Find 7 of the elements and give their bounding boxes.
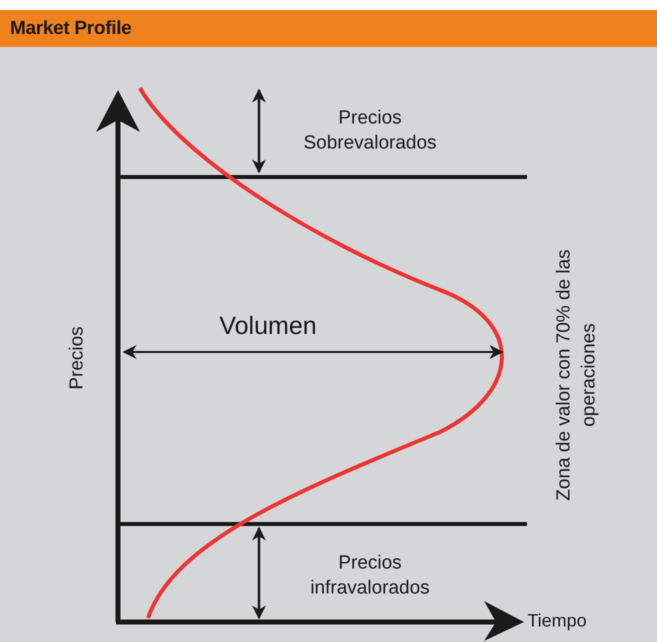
title: Market Profile	[10, 18, 132, 40]
annotation-label: Precios infravalorados	[309, 551, 431, 600]
annotation-label: Precios Sobrevalorados	[302, 106, 438, 155]
axis-label: Tiempo	[527, 609, 587, 632]
axis-label: Precios	[66, 326, 89, 390]
annotation-label: Volumen	[219, 310, 317, 342]
axis-label: Zona de valor con 70% de las operaciones	[552, 248, 600, 503]
